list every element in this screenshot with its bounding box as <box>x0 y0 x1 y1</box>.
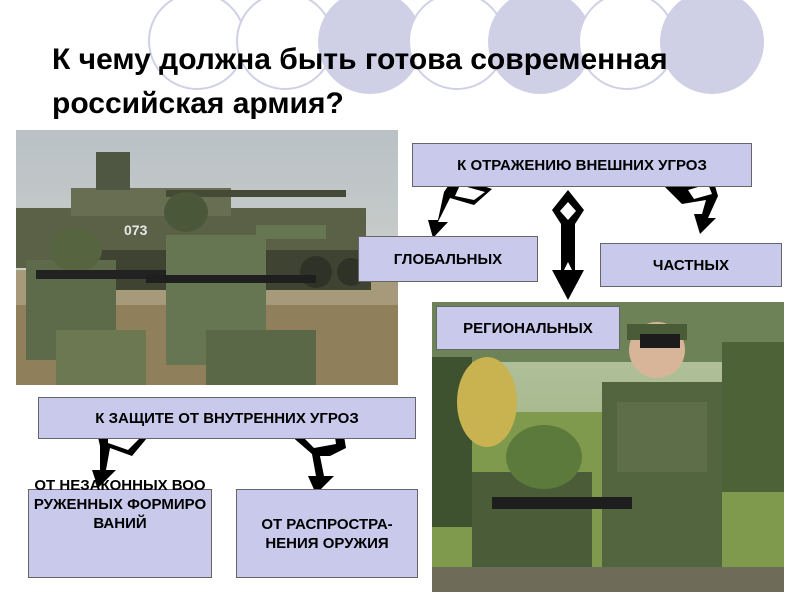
external-threats-label: К ОТРАЖЕНИЮ ВНЕШНИХ УГРОЗ <box>457 156 707 174</box>
soldiers-photo: 073 <box>16 130 398 385</box>
decor-circle <box>578 0 676 90</box>
arrow-to-global <box>428 176 492 238</box>
weapons-spread-box: ОТ РАСПРОСТРА-НЕНИЯ ОРУЖИЯ <box>236 489 418 578</box>
svg-text:073: 073 <box>124 222 148 238</box>
regional-threats-box: РЕГИОНАЛЬНЫХ <box>436 306 620 350</box>
global-threats-label: ГЛОБАЛЬНЫХ <box>393 250 503 268</box>
decor-circle <box>236 0 334 90</box>
regional-threats-label: РЕГИОНАЛЬНЫХ <box>463 319 593 337</box>
slide-title: К чему должна быть готова современная ро… <box>52 43 668 120</box>
decor-circle <box>660 0 764 94</box>
global-threats-box: ГЛОБАЛЬНЫХ <box>358 236 538 282</box>
decor-circle <box>488 0 592 94</box>
internal-threats-box: К ЗАЩИТЕ ОТ ВНУТРЕННИХ УГРОЗ <box>38 397 416 439</box>
private-threats-label: ЧАСТНЫХ <box>652 256 730 274</box>
arrow-to-regional <box>552 190 584 300</box>
arrow-to-private <box>664 176 718 234</box>
illegal-groups-box: ОТ НЕЗАКОННЫХ ВООРУЖЕННЫХ ФОРМИРОВАНИЙ <box>28 477 212 578</box>
internal-threats-label: К ЗАЩИТЕ ОТ ВНУТРЕННИХ УГРОЗ <box>95 409 359 427</box>
external-threats-box: К ОТРАЖЕНИЮ ВНЕШНИХ УГРОЗ <box>412 143 752 187</box>
private-threats-box: ЧАСТНЫХ <box>600 243 782 287</box>
illegal-groups-label: ОТ НЕЗАКОННЫХ ВООРУЖЕННЫХ ФОРМИРОВАНИЙ <box>33 477 207 532</box>
weapons-spread-label: ОТ РАСПРОСТРА-НЕНИЯ ОРУЖИЯ <box>261 515 393 552</box>
binoculars-photo <box>432 302 784 592</box>
decor-circle <box>318 0 422 94</box>
